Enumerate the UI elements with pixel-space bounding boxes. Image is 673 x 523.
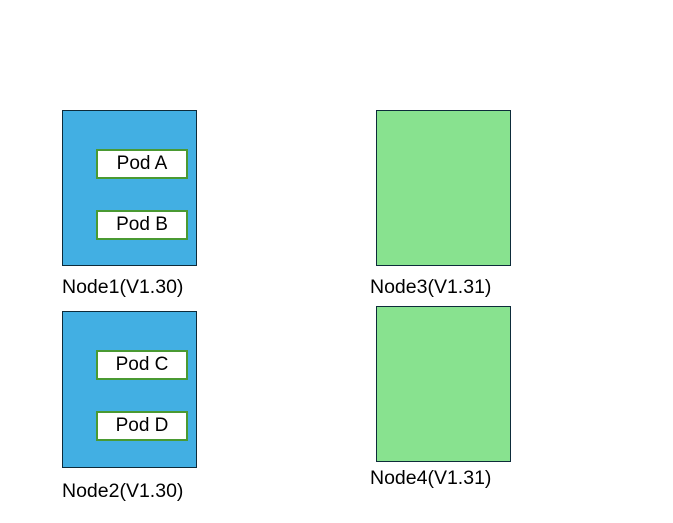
pod-c: Pod C bbox=[96, 350, 188, 380]
node1-label: Node1(V1.30) bbox=[62, 276, 184, 298]
node3-box bbox=[376, 110, 511, 266]
node2-label: Node2(V1.30) bbox=[62, 480, 184, 502]
node2-box: Pod C Pod D bbox=[62, 311, 197, 468]
node4-label: Node4(V1.31) bbox=[370, 467, 492, 489]
node3-label: Node3(V1.31) bbox=[370, 276, 492, 298]
pod-d: Pod D bbox=[96, 411, 188, 441]
node1-box: Pod A Pod B bbox=[62, 110, 197, 266]
node4-box bbox=[376, 306, 511, 462]
pod-b: Pod B bbox=[96, 210, 188, 240]
pod-a: Pod A bbox=[96, 149, 188, 179]
